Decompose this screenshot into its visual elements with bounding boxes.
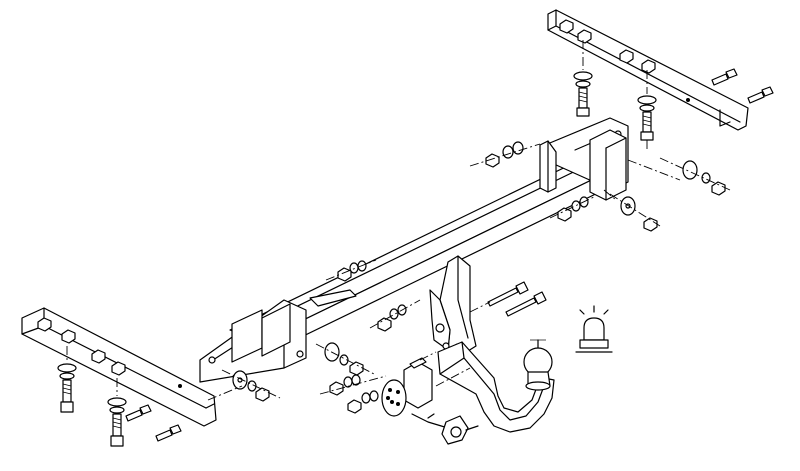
frame-rail-left	[21, 307, 217, 427]
electric-socket	[381, 357, 433, 417]
crossbar-hardware	[469, 141, 731, 232]
socket-wiring	[411, 367, 479, 445]
right-rail-bolts	[573, 40, 657, 150]
left-rail-bolts	[57, 346, 182, 447]
frame-rail-right	[547, 9, 774, 131]
tow-ball-neck	[437, 339, 555, 433]
center-lines	[207, 159, 681, 401]
tow-bracket	[429, 255, 547, 357]
crossbar	[199, 117, 629, 383]
warning-light	[575, 305, 613, 353]
left-crossbar-hardware	[221, 259, 421, 414]
